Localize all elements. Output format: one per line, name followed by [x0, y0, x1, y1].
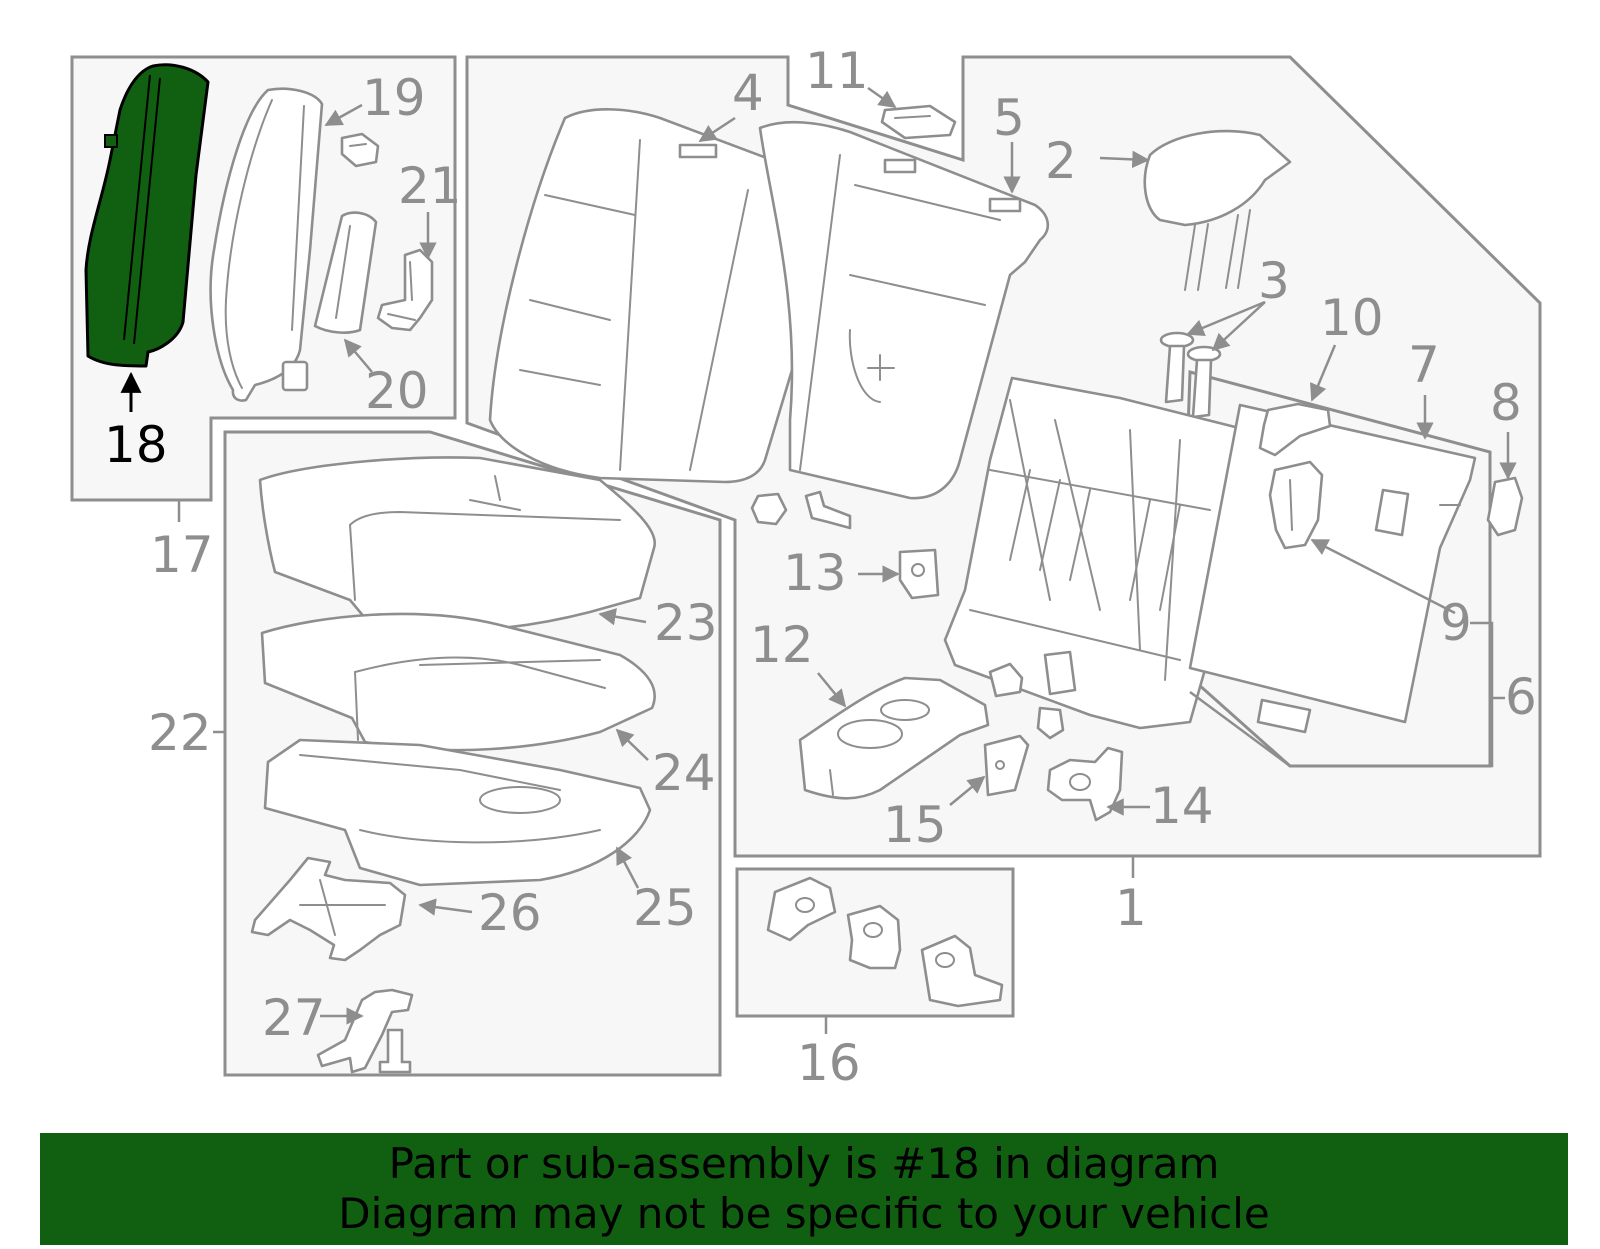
label-6: 6 [1505, 668, 1537, 726]
part-6-seatback-frame[interactable] [943, 376, 1264, 730]
label-14: 14 [1150, 777, 1214, 835]
seatback-nut[interactable] [750, 492, 788, 526]
leader-24 [615, 728, 649, 761]
part-11-cap[interactable] [880, 104, 957, 140]
part-10-latch-cover[interactable] [1258, 402, 1332, 457]
leader-12 [817, 672, 847, 708]
part-25-cushion-frame[interactable] [263, 738, 652, 887]
leader-11 [867, 86, 897, 109]
part-5-seatback-cover[interactable] [758, 120, 1049, 500]
label-20: 20 [365, 362, 429, 420]
label-24: 24 [652, 744, 716, 802]
label-13: 13 [783, 544, 847, 602]
label-15: 15 [883, 796, 947, 854]
leader-19 [324, 103, 363, 127]
leader-15 [949, 775, 986, 806]
leader-3b [1211, 301, 1266, 352]
label-3: 3 [1258, 252, 1290, 310]
label-18: 18 [104, 416, 168, 474]
banner-line-1: Part or sub-assembly is #18 in diagram [388, 1139, 1220, 1188]
label-2: 2 [1045, 132, 1077, 190]
part-23-cushion-cover[interactable] [258, 456, 657, 632]
label-4: 4 [732, 64, 764, 122]
label-25: 25 [633, 879, 697, 937]
part-19-armrest-cover[interactable] [209, 87, 324, 402]
label-27: 27 [262, 989, 326, 1047]
part-27-hook[interactable] [316, 988, 414, 1074]
leader-20 [343, 338, 373, 373]
label-10: 10 [1320, 289, 1384, 347]
leader-6 [1189, 621, 1494, 768]
part-20-bezel[interactable] [313, 211, 378, 334]
label-9: 9 [1440, 594, 1472, 652]
part-7-back-panel[interactable] [1188, 403, 1477, 724]
label-23: 23 [654, 594, 718, 652]
label-17: 17 [150, 526, 214, 584]
part-26-cushion-bracket[interactable] [250, 856, 407, 962]
label-11: 11 [805, 42, 869, 100]
part-8-bracket[interactable] [1486, 476, 1524, 537]
label-1: 1 [1115, 879, 1147, 937]
leader-25 [615, 846, 640, 889]
part-16-hinge-b[interactable] [846, 904, 902, 970]
label-16: 16 [797, 1034, 861, 1092]
seatback-bolt[interactable] [804, 490, 852, 530]
part-3-guide-left[interactable] [1159, 331, 1195, 404]
part-2-headrest[interactable] [1143, 129, 1292, 291]
label-8: 8 [1490, 374, 1522, 432]
leader-3a [1186, 300, 1266, 337]
leader-10 [1310, 344, 1337, 402]
label-5: 5 [993, 89, 1025, 147]
label-26: 26 [478, 884, 542, 942]
label-19: 19 [362, 69, 426, 127]
label-22: 22 [148, 704, 212, 762]
leader-4 [698, 116, 736, 143]
leader-9 [1310, 538, 1456, 615]
part-insert[interactable] [1256, 698, 1312, 734]
part-12-cupholder[interactable] [798, 676, 990, 800]
banner-line-2: Diagram may not be specific to your vehi… [338, 1189, 1270, 1238]
part-19-clip[interactable] [340, 132, 380, 168]
label-21: 21 [398, 157, 462, 215]
leader-2 [1099, 150, 1150, 169]
part-18-armrest[interactable] [84, 63, 210, 368]
label-12: 12 [750, 616, 814, 674]
leader-26 [418, 898, 473, 916]
part-bracket-small[interactable] [988, 650, 1077, 740]
part-9-latch[interactable] [1268, 460, 1324, 550]
part-4-seatback-cover[interactable] [488, 108, 845, 484]
leader-23 [598, 608, 647, 626]
label-7: 7 [1408, 336, 1440, 394]
part-16-hinge-c[interactable] [920, 934, 1004, 1008]
part-16-hinge-a[interactable] [766, 876, 837, 942]
part-13-bracket[interactable] [898, 548, 940, 600]
part-15-plate[interactable] [983, 734, 1030, 797]
info-banner: Part or sub-assembly is #18 in diagram D… [40, 1133, 1568, 1245]
